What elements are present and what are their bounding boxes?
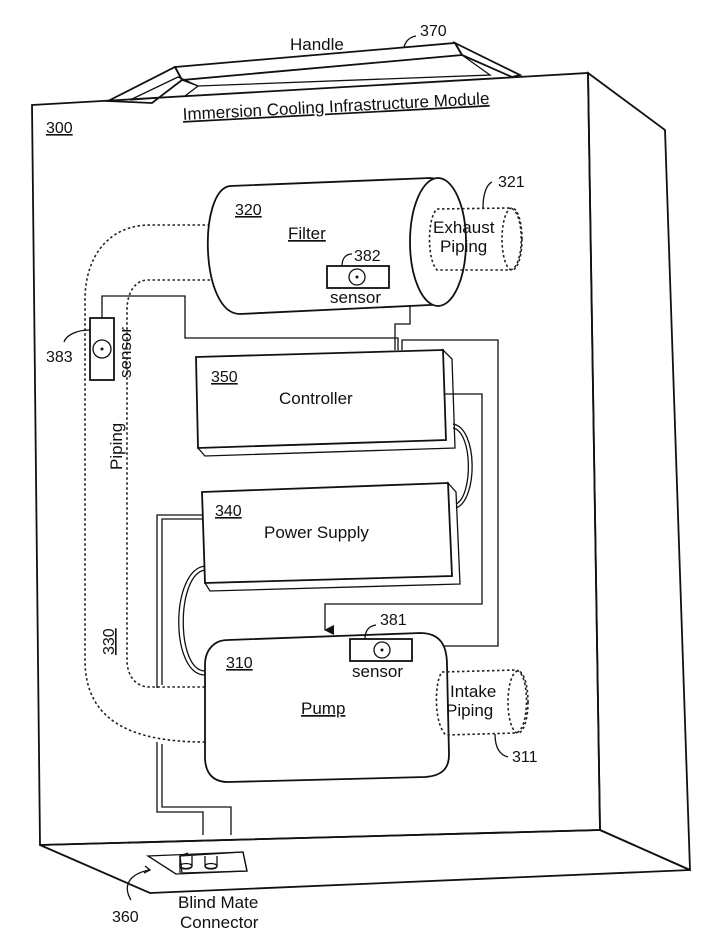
exhaust-piping-ref: 321 <box>498 174 525 191</box>
exhaust-piping-label-1: Exhaust <box>433 218 495 237</box>
wire-controller-pump-arrow <box>324 393 483 635</box>
sensor-383-ref: 383 <box>46 349 73 366</box>
power-supply-label: Power Supply <box>264 523 369 542</box>
controller <box>195 348 456 457</box>
power-supply-body <box>201 482 453 584</box>
handle-leader-line <box>403 35 417 48</box>
filter-ref: 320 <box>235 202 262 219</box>
blind-mate-edge <box>147 852 189 875</box>
intake-piping-body <box>435 669 528 736</box>
sensor-381-leader <box>364 624 377 640</box>
exhaust-leader-line <box>482 181 493 209</box>
handle-label: Handle <box>290 35 344 54</box>
controller-ref: 350 <box>211 369 238 386</box>
sensor-381-dot <box>380 648 384 652</box>
pump <box>204 632 450 783</box>
sensor-382-label: sensor <box>330 288 381 307</box>
power-supply-ref: 340 <box>215 503 242 520</box>
blind-mate-leader-line <box>126 869 150 901</box>
piping-outer <box>84 224 210 743</box>
module-ref: 300 <box>46 120 73 137</box>
cable-power-pump-b <box>182 569 206 672</box>
intake-piping-label-1: Intake <box>450 682 496 701</box>
cable-power-pump-a <box>178 565 206 676</box>
wire-blindmate-a <box>156 742 204 835</box>
blind-mate-connector <box>145 851 248 875</box>
sensor-383 <box>89 317 115 381</box>
blind-mate-label-2: Connector <box>180 913 259 932</box>
piping-330 <box>84 224 210 743</box>
intake-piping-label-2: Piping <box>446 701 493 720</box>
handle-right-arm <box>452 40 523 78</box>
sensor-383-leader <box>63 329 91 343</box>
pump-label: Pump <box>301 699 345 718</box>
handle-ref: 370 <box>420 23 447 40</box>
module-bottom-face <box>39 829 691 894</box>
wire-blindmate-b <box>161 744 232 835</box>
exhaust-piping <box>428 207 523 271</box>
blind-mate-label-1: Blind Mate <box>178 893 258 912</box>
sensor-381-ref: 381 <box>380 612 407 629</box>
sensor-382 <box>326 265 390 289</box>
filter-label: Filter <box>288 224 326 243</box>
pump-body <box>204 632 450 783</box>
sensor-383-label: sensor <box>116 327 135 378</box>
handle-underside <box>181 54 492 87</box>
wire-power-left-a <box>156 514 205 688</box>
intake-leader-line <box>494 733 509 758</box>
blind-mate-ref: 360 <box>112 909 139 926</box>
pump-ref: 310 <box>226 655 253 672</box>
piping-ref: 330 <box>101 628 118 655</box>
sensor-382-leader <box>341 253 353 267</box>
piping-label: Piping <box>107 423 126 470</box>
sensor-383-dot <box>100 347 104 351</box>
blind-mate-leader-arrow <box>143 865 152 874</box>
cable-controller-power-a <box>452 423 473 509</box>
sensor-382-icon <box>348 268 366 286</box>
sensor-381-icon <box>373 641 391 659</box>
controller-body <box>195 349 447 449</box>
blind-mate-plate <box>179 851 248 874</box>
intake-piping-ref: 311 <box>512 749 538 766</box>
filter-end-cap <box>409 177 467 307</box>
sensor-382-ref: 382 <box>354 248 381 265</box>
filter <box>206 177 467 315</box>
wire-sensor383-controller <box>101 295 399 350</box>
sensor-381 <box>349 638 413 662</box>
cable-controller-power-b <box>452 427 470 505</box>
wire-power-left-b <box>161 518 205 685</box>
exhaust-piping-label-2: Piping <box>440 237 487 256</box>
module-right-side <box>587 71 691 872</box>
intake-piping <box>435 669 529 736</box>
sensor-383-icon <box>92 339 112 359</box>
exhaust-piping-end <box>501 207 523 271</box>
sensor-382-dot <box>355 275 359 279</box>
sensor-381-label: sensor <box>352 662 403 681</box>
controller-label: Controller <box>279 389 353 408</box>
piping-inner <box>126 279 210 688</box>
module-enclosure <box>31 71 691 894</box>
module-front-face <box>31 72 601 846</box>
blind-mate-pin-2 <box>204 856 218 870</box>
wire-controller-sensor381 <box>401 339 499 647</box>
intake-piping-end <box>507 670 529 734</box>
power-supply <box>201 481 461 592</box>
wiring <box>101 269 499 835</box>
blind-mate-pin-1 <box>179 856 193 870</box>
